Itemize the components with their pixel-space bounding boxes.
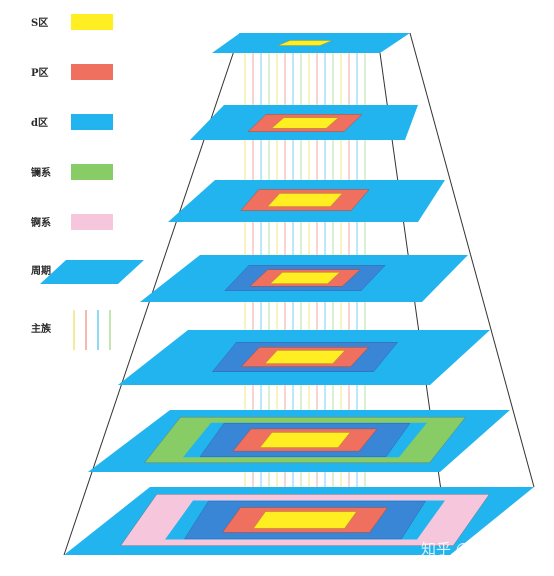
s-block-core <box>267 193 343 207</box>
period-layer-7 <box>64 487 534 555</box>
period-layer-4 <box>140 255 468 302</box>
legend-swatch-p <box>71 64 113 80</box>
legend-swatch-d <box>71 114 113 130</box>
period-layer-6 <box>88 410 510 472</box>
s-block-core <box>253 511 357 529</box>
legend-label-main-group: 主族 <box>31 324 51 335</box>
legend-swatch-lanthanides <box>71 164 113 180</box>
s-block-core <box>264 350 346 364</box>
period-layer-3 <box>168 180 445 222</box>
legend-label-p: P区 <box>31 68 49 79</box>
legend-main-group-lines <box>73 310 111 350</box>
pyramid-edge-2 <box>409 32 535 488</box>
period-layer-2 <box>190 105 418 140</box>
s-block-core <box>277 40 333 46</box>
legend-label-s: S区 <box>31 18 49 29</box>
period-layers <box>64 33 534 555</box>
legend-swatch-s <box>71 14 113 30</box>
legend-swatch-actinides <box>71 214 113 230</box>
legend-period-plane <box>40 260 144 284</box>
legend-label-actinides: 锕系 <box>31 218 51 229</box>
s-block-core <box>259 432 351 448</box>
period-layer-1 <box>212 33 410 53</box>
s-block-core <box>271 117 339 129</box>
period-layer-5 <box>118 330 490 385</box>
legend-label-lanthanides: 镧系 <box>31 168 51 179</box>
s-block-core <box>269 272 341 284</box>
legend-label-d: d区 <box>31 118 48 129</box>
watermark: 知乎 @高华棣 <box>421 540 516 558</box>
legend-label-period: 周期 <box>31 266 51 277</box>
